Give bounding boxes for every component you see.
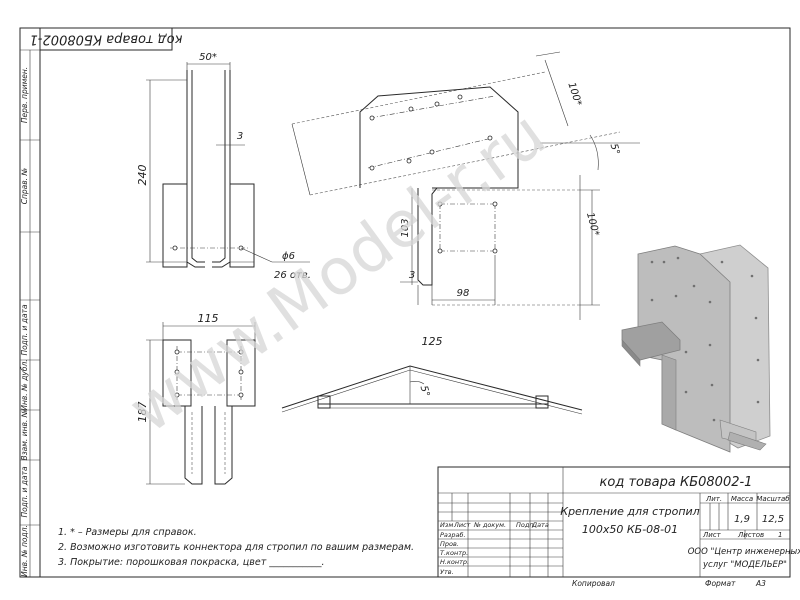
dim-50: 50* [199, 52, 217, 63]
dim-100-right: 100* [584, 211, 601, 237]
dim-3-main: 3 [409, 270, 415, 281]
sheet-label: Лист [702, 531, 722, 539]
side-stamp: Перв. примен. Справ. № Подп. и дата Инв.… [20, 49, 40, 577]
rotated-product-code: код товара КБ08002-1 [30, 32, 183, 47]
role-developer: Разраб. [440, 531, 466, 539]
top-view: 115 187 [136, 312, 256, 485]
col-lit: Лит. [705, 495, 722, 503]
stamp-label: Взам. инв. № [20, 409, 29, 460]
main-view: 100* 5° 100* 103 3 98 [291, 51, 640, 320]
note-2: 2. Возможно изготовить коннектора для ст… [58, 542, 414, 553]
sheets-value: 1 [778, 531, 782, 539]
dim-hole-diameter: ϕ6 [282, 251, 295, 262]
roof-view: 5° 125 [281, 335, 583, 415]
org-line1: ООО "Центр инженерных [688, 547, 800, 557]
dim-125: 125 [422, 335, 443, 348]
title-name-line2: 100х50 КБ-08-01 [582, 523, 678, 536]
stamp-label: Инв. № дубл. [20, 359, 29, 410]
header-izm: Изм [440, 521, 453, 529]
header-list: Лист [453, 521, 471, 529]
copied-label: Копировал [572, 579, 615, 588]
bracket-3d-render [621, 244, 771, 453]
dim-holes-count: 26 отв. [274, 270, 311, 281]
org-line2: услуг "МОДЕЛЬЕР" [702, 560, 787, 570]
stamp-label: Инв. № подл. [20, 525, 29, 577]
title-block: код товара КБ08002-1 Изм Лист № докум. П… [437, 466, 800, 578]
header-sign: Подп. [516, 521, 536, 529]
inner-frame [39, 27, 791, 578]
role-tech-control: Т.контр. [440, 549, 468, 557]
dim-103: 103 [400, 218, 411, 237]
note-3: 3. Покрытие: порошковая покраска, цвет _… [58, 557, 325, 568]
role-approve: Утв. [440, 568, 454, 576]
stamp-label: Перв. примен. [20, 67, 29, 123]
header-date: Дата [531, 521, 549, 529]
notes: 1. * – Размеры для справок. 2. Возможно … [58, 527, 414, 568]
dim-angle-roof: 5° [418, 384, 432, 398]
dim-100-top: 100* [565, 81, 583, 107]
stamp-label: Подп. и дата [20, 304, 29, 355]
scale-value: 12,5 [762, 514, 784, 525]
note-1: 1. * – Размеры для справок. [58, 527, 197, 538]
dim-187: 187 [136, 402, 149, 423]
dim-3: 3 [237, 131, 243, 142]
stamp-label: Справ. № [20, 168, 29, 205]
col-scale: Масштаб [756, 495, 790, 503]
col-mass: Масса [731, 495, 753, 503]
dim-240: 240 [136, 165, 149, 186]
stamp-label: Подп. и дата [20, 466, 29, 517]
front-view: 50* 3 240 ϕ6 26 отв. [136, 52, 311, 281]
mass-value: 1,9 [734, 514, 750, 525]
format-label: Формат [705, 579, 736, 588]
header-doc: № докум. [473, 521, 506, 529]
format-value: А3 [755, 579, 766, 588]
title-product-code: код товара КБ08002-1 [600, 475, 753, 490]
dim-98: 98 [457, 288, 470, 299]
title-name-line1: Крепление для стропил [560, 505, 699, 518]
sheets-label: Листов [737, 531, 764, 539]
dim-angle-main: 5° [608, 142, 622, 156]
dim-115: 115 [198, 312, 219, 325]
watermark: www.Model-r.ru [116, 97, 559, 447]
role-norm-control: Н.контр. [440, 558, 469, 566]
role-checker: Пров. [440, 540, 459, 548]
rotated-code-box: код товара КБ08002-1 [30, 27, 183, 51]
